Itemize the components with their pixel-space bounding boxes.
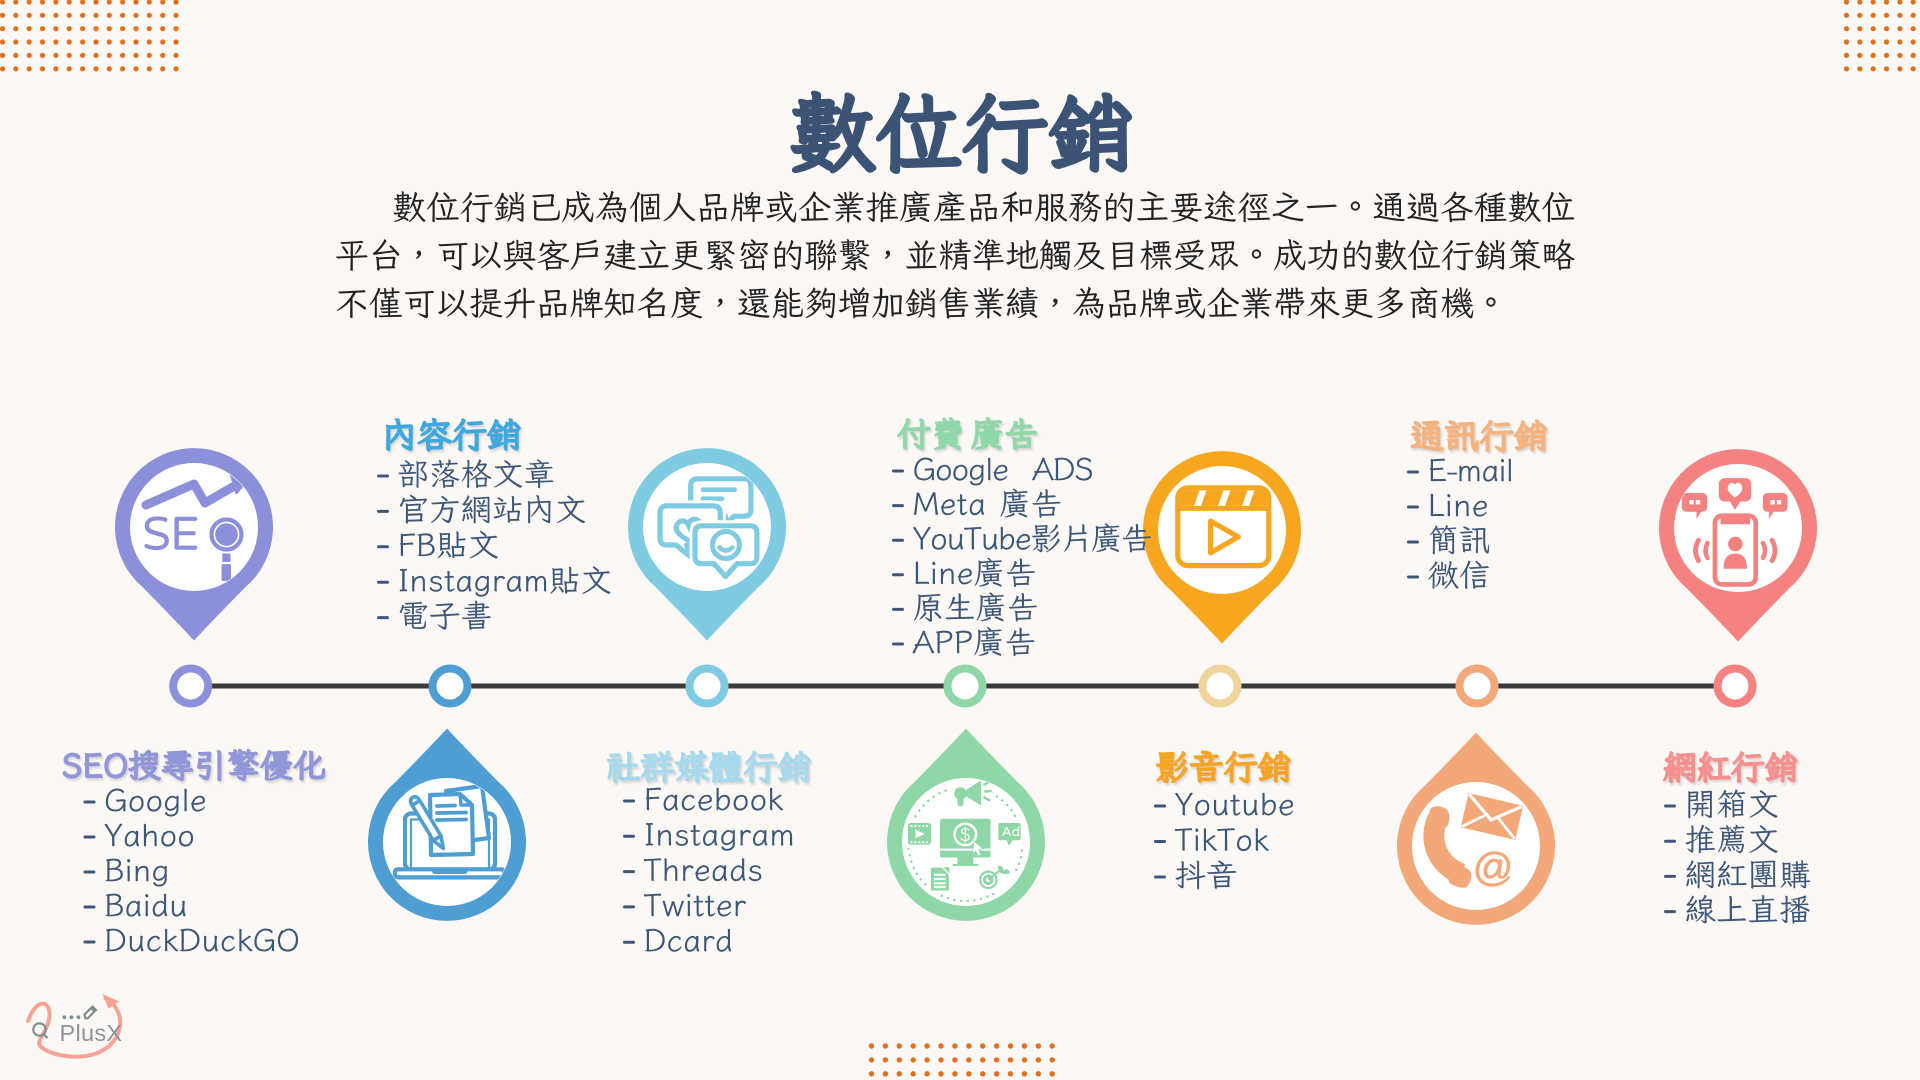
svg-text:PlusX: PlusX: [60, 1020, 123, 1046]
